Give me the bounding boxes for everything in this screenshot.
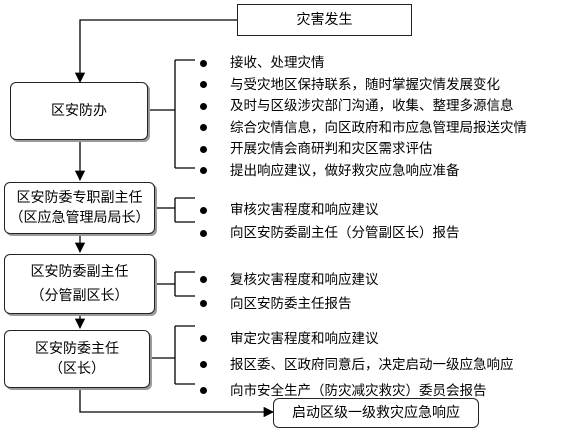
action-item: 接收、处理灾情	[200, 53, 527, 75]
end-label: 启动区级一级救灾应急响应	[292, 405, 460, 421]
bullet-icon	[200, 145, 207, 153]
bullet-icon	[200, 81, 207, 89]
node-4-line-1: 区安防委主任	[35, 341, 119, 357]
node-deputy-director-fulltime: 区安防委专职副主任 （区应急管理局局长）	[4, 182, 155, 234]
action-item: 提出响应建议，做好救灾应急响应准备	[200, 161, 527, 183]
node-2-line-1: 区安防委专职副主任	[16, 190, 143, 206]
node-1-actions: 接收、处理灾情 与受灾地区保持联系，随时掌握灾情发展变化 及时与区级涉灾部门沟通…	[200, 53, 527, 182]
node-2-line-2: （区应急管理局局长）	[9, 210, 150, 226]
action-item: 与受灾地区保持联系，随时掌握灾情发展变化	[200, 75, 527, 97]
arrow-node-4-to-end	[79, 388, 275, 418]
action-item: 开展灾情会商研判和灾区需求评估	[200, 139, 527, 161]
action-item: 综合灾情信息，向区政府和市应急管理局报送灾情	[200, 118, 527, 140]
node-deputy-director: 区安防委副主任 （分管副区长）	[4, 254, 155, 314]
node-1-line-1: 区安防办	[51, 103, 107, 119]
node-director: 区安防委主任 （区长）	[4, 330, 150, 388]
bracket-node-3	[155, 271, 195, 297]
bullet-icon	[200, 361, 207, 368]
bracket-node-4	[150, 325, 195, 385]
bullet-icon	[200, 387, 207, 394]
action-item: 及时与区级涉灾部门沟通，收集、整理多源信息	[200, 96, 527, 118]
node-3-actions: 复核灾害程度和响应建议 向区安防委主任报告	[200, 268, 379, 316]
node-4-line-2: （区长）	[49, 361, 105, 377]
action-item: 向区安防委副主任（分管副区长）报告	[200, 222, 460, 245]
action-item: 向市安全生产（防灾减灾救灾）委员会报告	[200, 378, 514, 404]
node-2-actions: 审核灾害程度和响应建议 向区安防委副主任（分管副区长）报告	[200, 199, 460, 245]
bullet-icon	[200, 229, 207, 237]
node-district-safety-office: 区安防办	[10, 82, 148, 140]
bullet-icon	[200, 167, 207, 175]
action-item: 审定灾害程度和响应建议	[200, 326, 514, 352]
action-item: 报区委、区政府同意后，决定启动一级应急响应	[200, 352, 514, 378]
bullet-icon	[200, 300, 207, 307]
action-item: 向区安防委主任报告	[200, 292, 379, 316]
arrow-start-to-node-1	[74, 19, 237, 84]
bullet-icon	[200, 276, 207, 283]
node-4-actions: 审定灾害程度和响应建议 报区委、区政府同意后，决定启动一级应急响应 向市安全生产…	[200, 326, 514, 404]
bracket-node-1	[148, 59, 195, 169]
bullet-icon	[200, 59, 207, 67]
node-3-line-1: 区安防委副主任	[30, 264, 129, 280]
bracket-node-2	[155, 197, 195, 223]
start-label: 灾害发生	[296, 12, 353, 28]
bullet-icon	[200, 206, 207, 214]
end-box: 启动区级一级救灾应急响应	[273, 398, 479, 428]
bullet-icon	[200, 124, 207, 132]
bullet-icon	[200, 335, 207, 342]
action-item: 复核灾害程度和响应建议	[200, 268, 379, 292]
start-box: 灾害发生	[237, 4, 412, 36]
bullet-icon	[200, 102, 207, 110]
node-3-line-2: （分管副区长）	[30, 288, 129, 304]
action-item: 审核灾害程度和响应建议	[200, 199, 460, 222]
